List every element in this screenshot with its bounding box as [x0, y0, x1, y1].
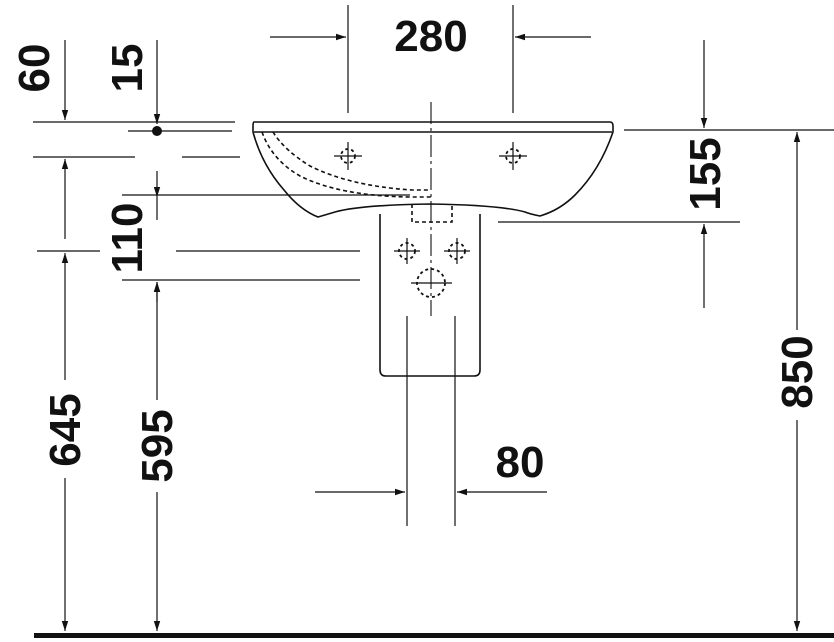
drain-hidden	[411, 204, 453, 223]
overflow-channel-hidden	[261, 131, 432, 198]
dim-label-645: 645	[41, 393, 90, 466]
tap-hole-left	[334, 142, 362, 170]
dim-label-595: 595	[133, 409, 182, 482]
dimension-80: 80	[315, 316, 547, 526]
dimension-155: 155	[498, 40, 834, 308]
dim-label-110: 110	[103, 203, 152, 274]
dim-label-15: 15	[103, 44, 152, 93]
supply-connections-hidden	[394, 238, 470, 298]
dim-label-850: 850	[773, 335, 822, 408]
dimension-15: 15	[103, 40, 232, 136]
dim-label-60: 60	[10, 44, 59, 93]
reference-point	[152, 126, 162, 136]
dimension-110: 110	[103, 171, 410, 302]
tap-hole-right	[499, 142, 527, 170]
pedestal-outline	[379, 214, 481, 377]
dimension-645: 645	[37, 250, 100, 631]
dimension-280: 280	[270, 5, 591, 113]
dimension-850: 850	[773, 132, 822, 631]
dim-label-155: 155	[681, 137, 730, 210]
dim-label-280: 280	[394, 12, 467, 61]
dim-label-80: 80	[496, 438, 545, 487]
dimension-60: 60	[10, 40, 240, 239]
floor-line	[34, 633, 834, 638]
basin-outline	[252, 121, 614, 218]
dimension-595: 595	[133, 282, 182, 631]
